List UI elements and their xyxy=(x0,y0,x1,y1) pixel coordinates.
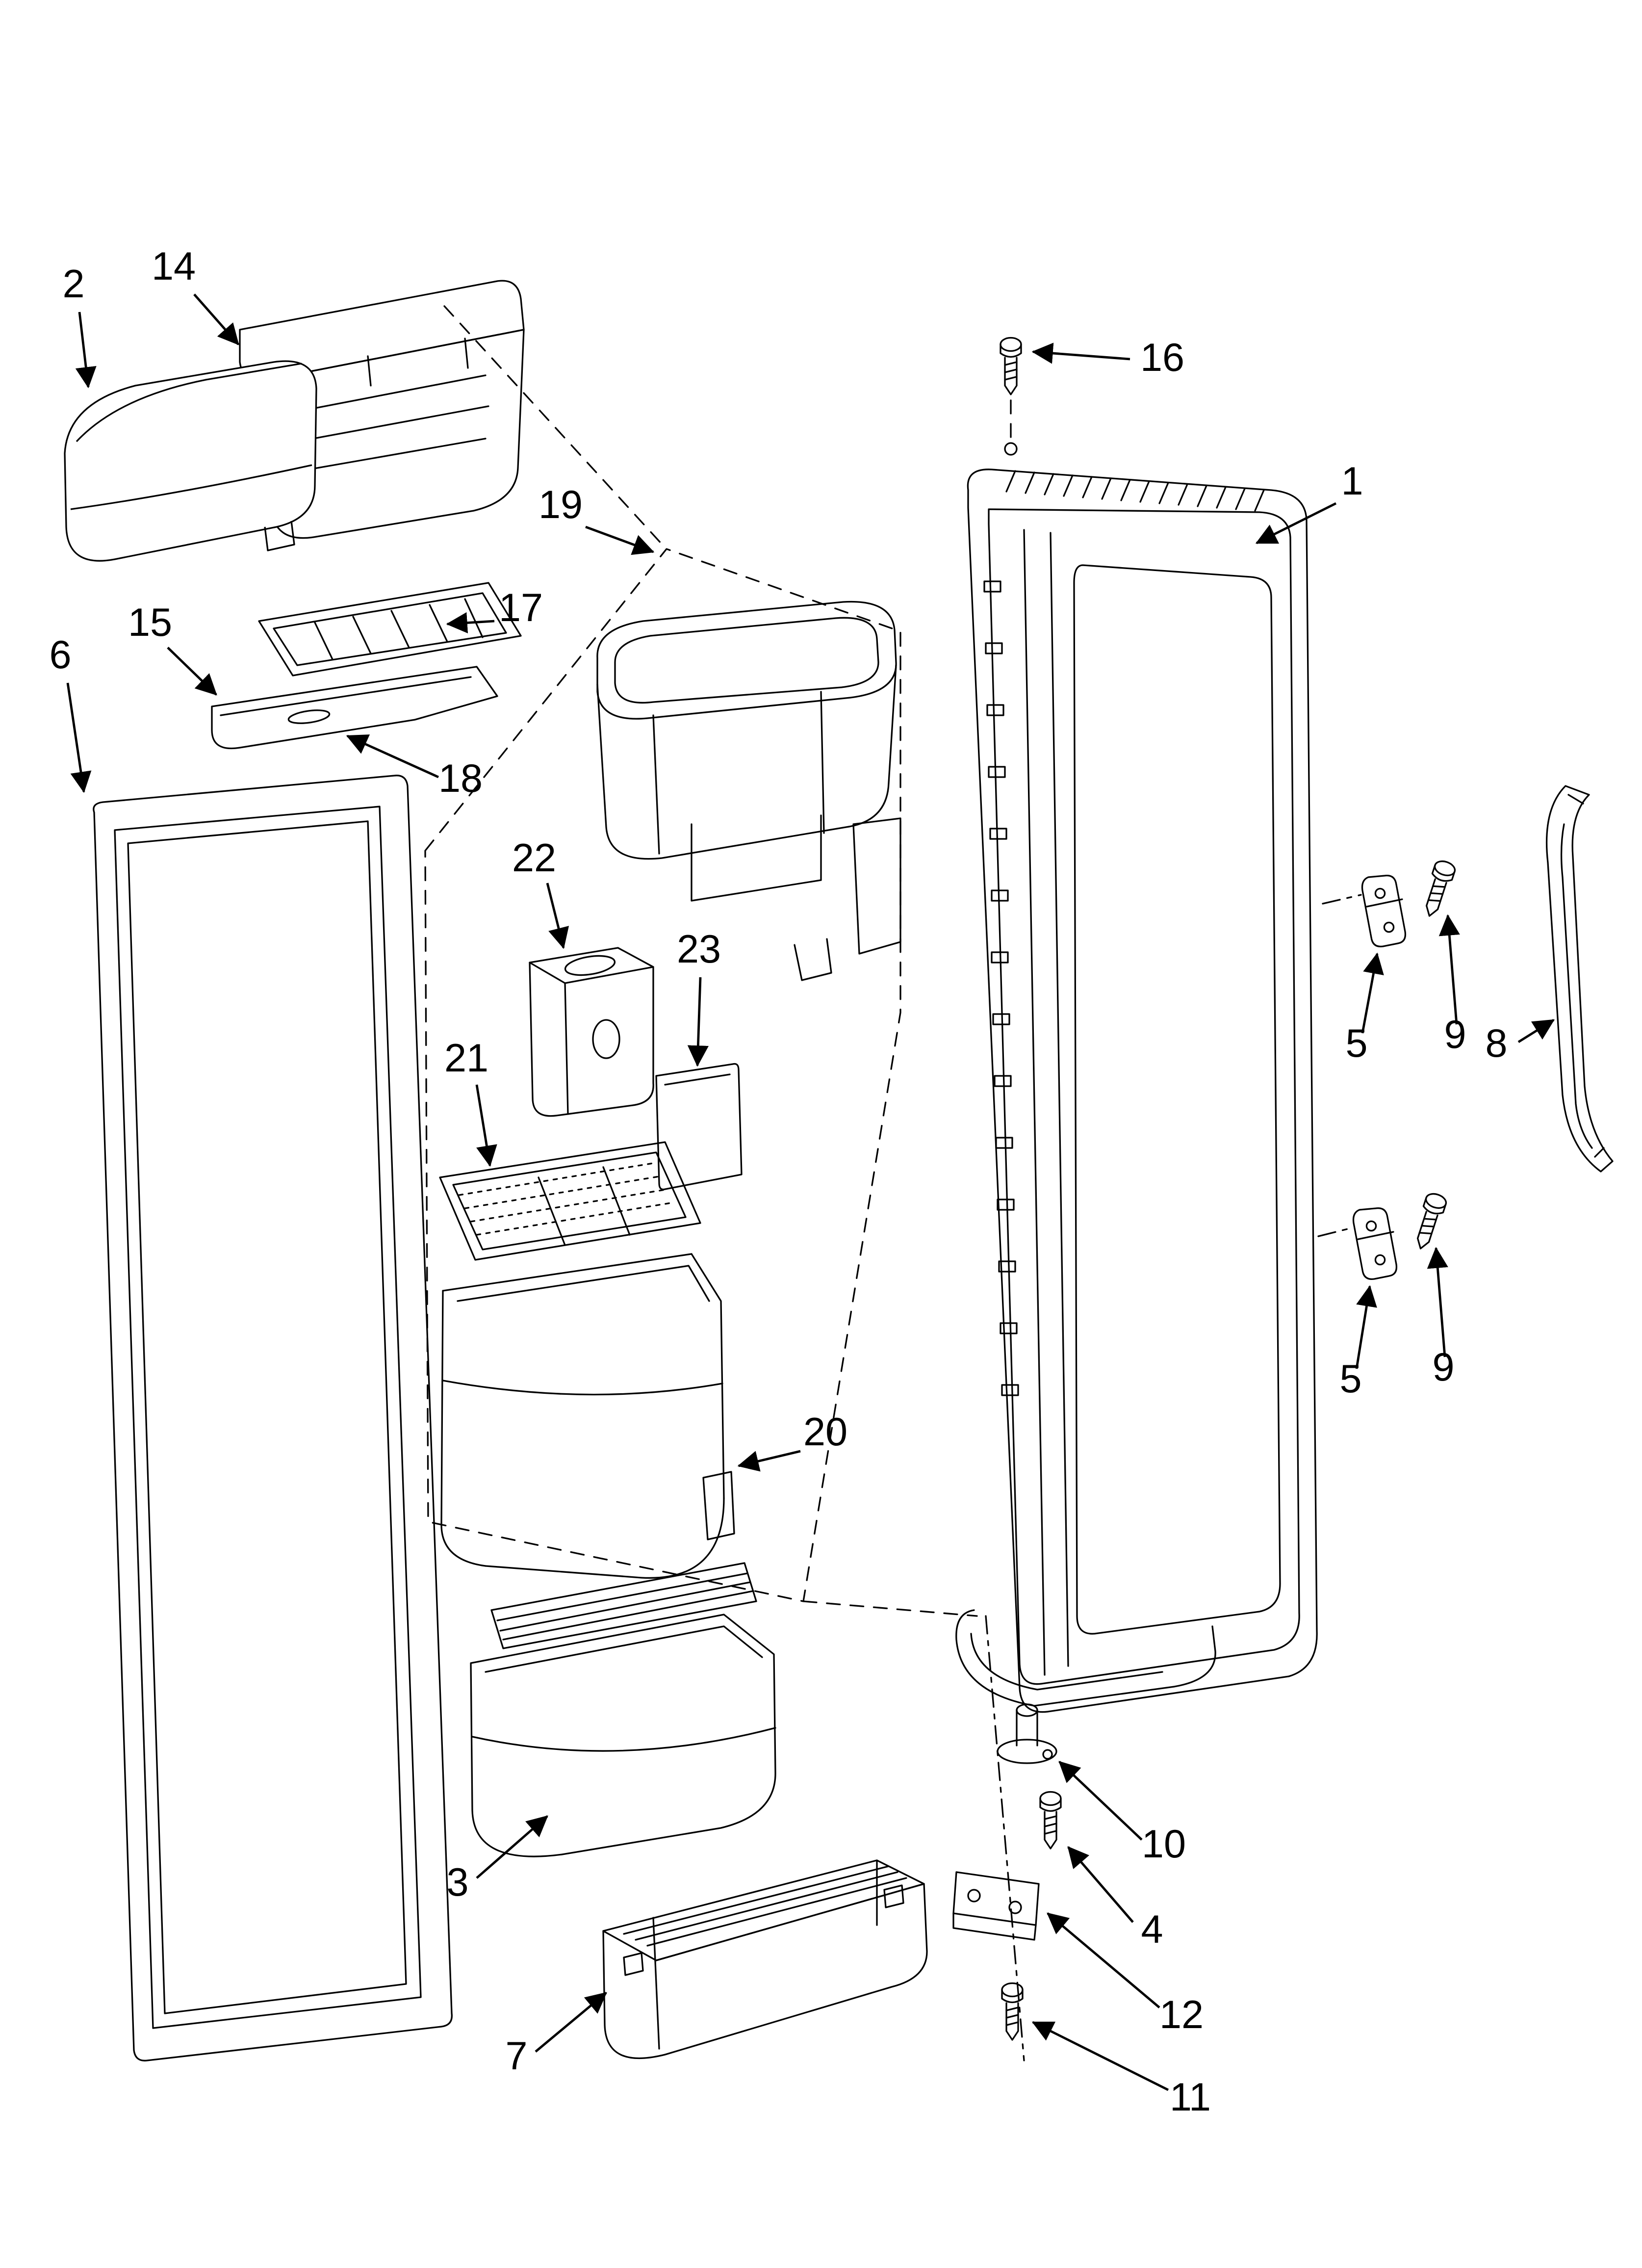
callout-label-10: 10 xyxy=(1142,1822,1186,1866)
callout-12: 12 xyxy=(1047,1912,1204,2037)
callout-1: 1 xyxy=(1255,459,1363,545)
callout-17: 17 xyxy=(446,586,543,634)
callout-22: 22 xyxy=(512,836,569,949)
callout-label-1: 1 xyxy=(1341,459,1363,503)
callout-9-upper: 9 xyxy=(1438,914,1466,1057)
callout-5-upper: 5 xyxy=(1345,952,1384,1066)
part-hinge-bracket-upper xyxy=(1322,874,1407,948)
callout-20: 20 xyxy=(737,1410,847,1472)
callout-label-4: 4 xyxy=(1141,1907,1163,1952)
callouts: 2 14 16 1 19 17 15 18 xyxy=(49,244,1555,2119)
part-door-panel xyxy=(955,442,1318,1713)
part-door-bin xyxy=(470,1562,776,1857)
callout-label-16: 16 xyxy=(1140,336,1184,380)
callout-label-12: 12 xyxy=(1159,1993,1204,2037)
callout-label-21: 21 xyxy=(444,1036,488,1080)
callout-label-9-upper: 9 xyxy=(1444,1013,1466,1057)
part-reservoir-tank xyxy=(529,947,654,1117)
part-hinge-plate xyxy=(952,1871,1040,1941)
part-top-screw xyxy=(1000,337,1022,441)
callout-6: 6 xyxy=(49,633,92,793)
callout-4: 4 xyxy=(1067,1846,1163,1952)
callout-19: 19 xyxy=(539,483,655,555)
callout-label-22: 22 xyxy=(512,836,556,880)
callout-label-5-upper: 5 xyxy=(1345,1021,1367,1066)
callout-16: 16 xyxy=(1031,336,1184,380)
callout-label-17: 17 xyxy=(499,586,543,630)
callout-14: 14 xyxy=(152,244,239,345)
callout-label-3: 3 xyxy=(446,1860,468,1904)
callout-label-14: 14 xyxy=(152,244,196,288)
callout-23: 23 xyxy=(677,927,721,1067)
callout-2: 2 xyxy=(62,262,97,389)
callout-label-5-lower: 5 xyxy=(1339,1357,1361,1401)
part-door-handle xyxy=(1545,785,1614,1173)
callout-label-9-lower: 9 xyxy=(1432,1345,1454,1389)
callout-18: 18 xyxy=(346,734,483,801)
callout-label-20: 20 xyxy=(803,1410,847,1454)
part-dispenser-housing xyxy=(596,600,901,981)
callout-label-23: 23 xyxy=(677,927,721,971)
callout-label-11: 11 xyxy=(1170,2075,1211,2119)
part-access-panel xyxy=(655,1063,743,1191)
callout-21: 21 xyxy=(444,1036,497,1167)
callout-label-18: 18 xyxy=(438,756,483,801)
callout-label-2: 2 xyxy=(62,262,84,306)
callout-10: 10 xyxy=(1058,1761,1186,1866)
part-hinge-bracket-lower xyxy=(1317,1207,1398,1280)
callout-9-lower: 9 xyxy=(1427,1247,1455,1389)
callout-5-lower: 5 xyxy=(1339,1285,1377,1401)
part-hinge-screw-upper xyxy=(1418,858,1458,920)
callout-7: 7 xyxy=(505,1992,607,2078)
part-drip-grille xyxy=(439,1141,701,1261)
part-bottom-trim-rail xyxy=(602,1859,928,2059)
part-end-cap-cover xyxy=(64,360,317,562)
part-dispenser-bin xyxy=(440,1253,735,1579)
dispenser-assembly-boundary xyxy=(424,305,978,1617)
callout-3: 3 xyxy=(446,1815,548,1904)
part-shelf-front xyxy=(211,666,498,750)
part-hinge-screw-lower xyxy=(1410,1191,1449,1253)
callout-label-6: 6 xyxy=(49,633,71,677)
callout-label-19: 19 xyxy=(539,483,583,527)
callout-label-8: 8 xyxy=(1485,1021,1507,1066)
callout-8: 8 xyxy=(1485,1018,1555,1066)
part-insert-tray xyxy=(258,582,522,677)
bottom-hinge-centerline xyxy=(985,1615,1025,2061)
callout-11: 11 xyxy=(1031,2021,1211,2119)
callout-15: 15 xyxy=(128,600,217,696)
callout-label-15: 15 xyxy=(128,600,172,645)
callout-label-7: 7 xyxy=(505,2034,527,2078)
part-screw-4 xyxy=(1039,1791,1062,1850)
part-hinge-pin xyxy=(997,1703,1057,1764)
part-door-gasket xyxy=(93,775,453,2061)
